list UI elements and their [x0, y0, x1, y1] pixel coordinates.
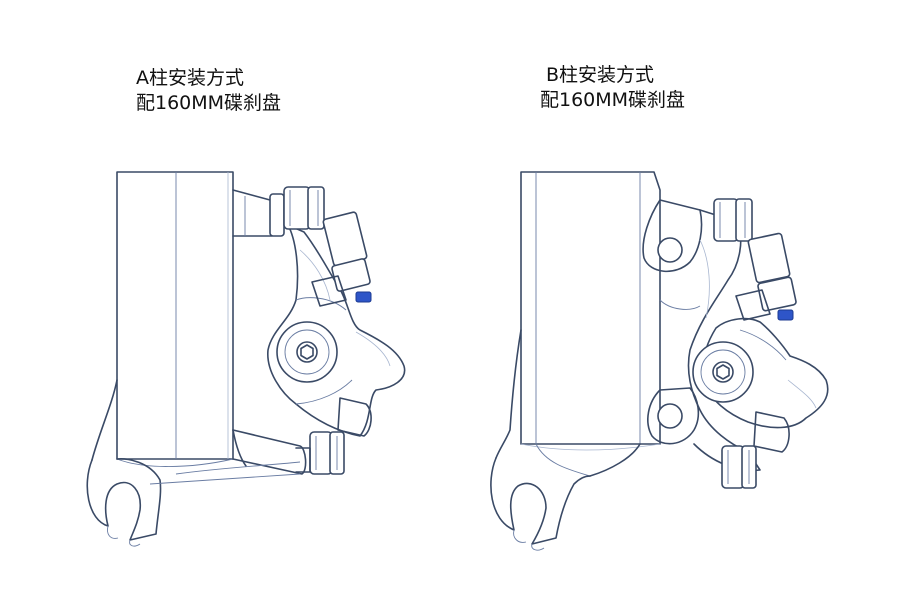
panel-a-caliper	[267, 186, 406, 475]
panel-b-caption: B柱安装方式 配160MM碟刹盘	[540, 63, 685, 113]
panel-b-upper-tab	[642, 199, 703, 273]
panel-b-drawing	[490, 171, 829, 551]
panel-b-lower-tab	[647, 387, 700, 445]
panel-b-title: B柱安装方式	[546, 64, 655, 86]
panel-a-bleed-bolt	[355, 291, 372, 303]
panel-a-title: A柱安装方式	[136, 67, 244, 89]
panel-a-drawing	[86, 171, 406, 547]
panel-b-bleed-bolt	[777, 309, 794, 321]
panel-a-fork-leg	[91, 171, 247, 467]
panel-b-subtitle: 配160MM碟刹盘	[540, 89, 686, 111]
panel-a-lower-arm	[149, 429, 307, 485]
panel-b-caliper	[692, 198, 829, 489]
panel-a-caption: A柱安装方式 配160MM碟刹盘	[136, 66, 281, 116]
panel-b-fork-leg	[495, 171, 661, 477]
panel-a-subtitle: 配160MM碟刹盘	[136, 92, 282, 114]
panel-a-dropout	[86, 458, 162, 547]
panel-b-dropout	[490, 457, 591, 551]
panel-a-upper-arm	[232, 189, 285, 237]
